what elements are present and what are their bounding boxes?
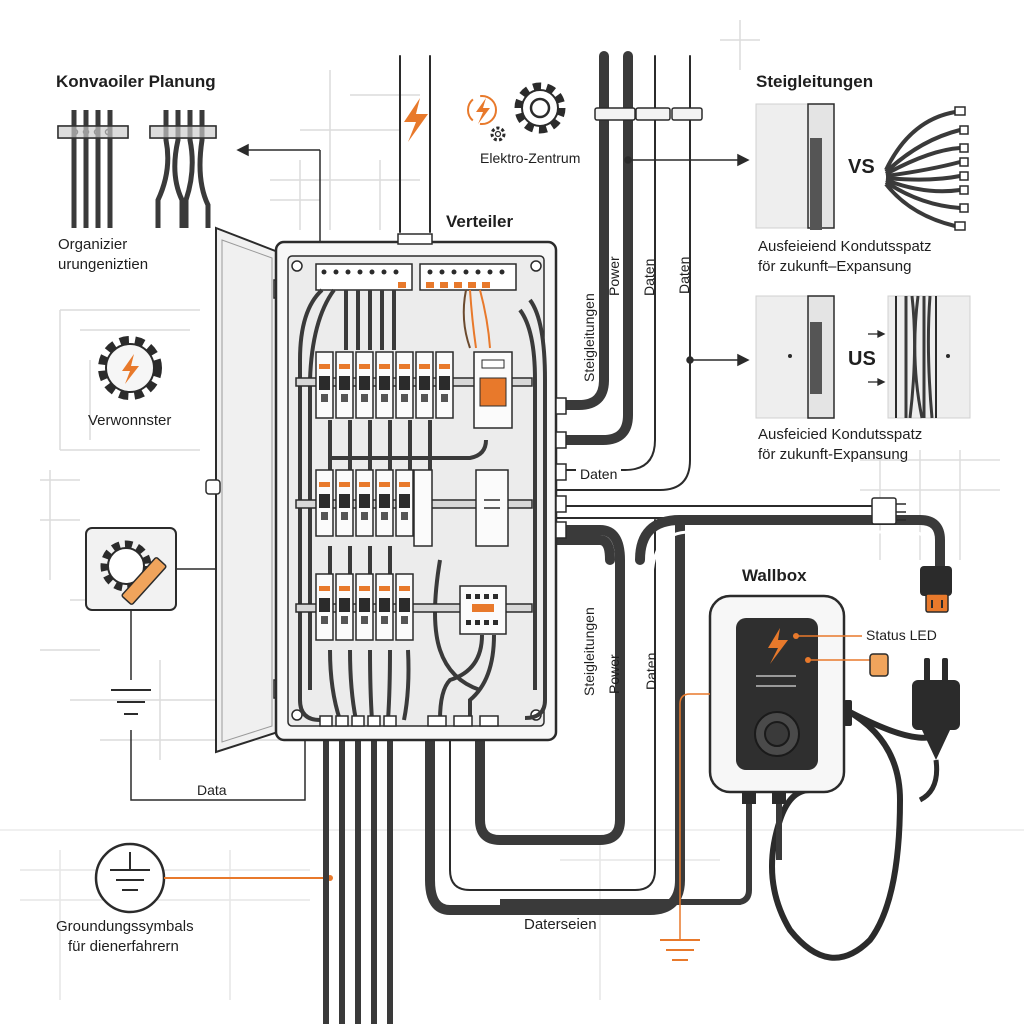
data-label: Data: [197, 782, 227, 798]
wallbox-heading: Wallbox: [742, 566, 807, 585]
ethernet-plug-icon: [871, 497, 906, 525]
organizier-label-line1: Organizier: [58, 236, 128, 253]
expansion-label-2a: Ausfeicied Kondutsspatz: [758, 426, 923, 443]
downward-cables: [323, 740, 393, 1024]
us-comparison: [755, 295, 971, 419]
grounding-label-line2: für dienerfahrern: [68, 938, 179, 955]
daterseien-label: Daterseien: [524, 916, 597, 933]
ground-symbol-icon: [111, 689, 151, 715]
vs-comparison: [755, 103, 969, 231]
verteiler-heading: Verteiler: [446, 212, 514, 231]
expansion-label-1b: för zukunft–Expansung: [758, 258, 912, 275]
power-plug-icon: [912, 658, 960, 803]
daten-horizontal-label: Daten: [576, 466, 622, 482]
expansion-label-2b: för zukunft-Expansung: [758, 446, 909, 463]
breaker-row-3: [315, 573, 507, 641]
verwonnster-label: Verwonnster: [88, 412, 172, 429]
distribution-panel: [274, 233, 567, 742]
breaker-row-2: [315, 469, 509, 547]
riser-label-steigleitungen-bottom: Steigleitungen: [581, 607, 597, 696]
riser-label-power-top: Power: [606, 256, 622, 296]
breaker-row-1: [315, 351, 513, 429]
wallbox-device: [500, 594, 951, 961]
us-label: US: [848, 348, 876, 370]
gear-ruler-icon: [85, 527, 216, 680]
small-gear-icon: [490, 126, 506, 142]
riser-label-daten-top: Daten: [641, 258, 657, 296]
cable-organizer-icons: [57, 110, 217, 228]
gear-lightning-icon: [98, 336, 162, 400]
expansion-label-1a: Ausfeieiend Kondutsspatz: [758, 238, 932, 255]
panel-door: [205, 226, 285, 754]
konvaoiler-heading: Konvaoiler Planung: [56, 72, 216, 91]
riser-duct: [399, 49, 945, 915]
organizier-label-line2: urungeniztien: [58, 256, 149, 273]
riser-arrows: [236, 143, 750, 367]
riser-label-daten2-top: Daten: [676, 256, 692, 294]
ground-symbol-icon: [94, 842, 333, 914]
riser-label-power-bottom: Power: [606, 654, 622, 694]
orange-plug-icon: [920, 566, 952, 613]
vs-label: VS: [848, 156, 875, 178]
grounding-label-line1: Groundungssymbals: [56, 918, 194, 935]
elektro-zentrum-label: Elektro-Zentrum: [480, 150, 581, 166]
gear-icon: [514, 82, 566, 134]
lightning-icon: [404, 98, 428, 142]
riser-label-daten-bottom: Daten: [643, 652, 659, 690]
gear-lightning-icon: [467, 95, 497, 125]
steigleitungen-heading: Steigleitungen: [756, 72, 874, 91]
status-led-label: Status LED: [866, 627, 937, 643]
cable-clamps: [594, 107, 703, 121]
data-connector-line: [130, 730, 306, 801]
riser-label-steigleitungen-top: Steigleitungen: [581, 293, 597, 382]
